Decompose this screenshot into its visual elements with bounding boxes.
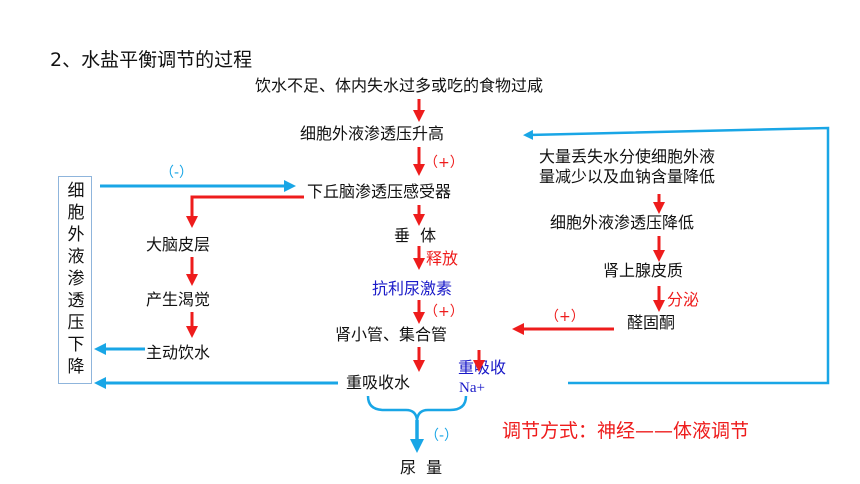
plus-label-2: （+）	[424, 304, 464, 320]
node-hypothalamus: 下丘脑渗透压感受器	[307, 182, 452, 201]
box-char: 透	[67, 291, 85, 311]
node-aldosterone: 醛固酮	[627, 313, 676, 332]
osmotic-drop-box: 细 胞 外 液 渗 透 压 下 降	[58, 176, 92, 384]
node-adh: 抗利尿激素	[372, 279, 453, 298]
arrow-hypothalamus-to-cortex	[186, 195, 304, 228]
node-reabsorb-water: 重吸收水	[346, 373, 411, 392]
node-drink: 主动饮水	[146, 343, 211, 362]
node-pituitary: 垂 体	[394, 226, 437, 245]
box-char: 外	[67, 225, 85, 245]
node-tubule: 肾小管、集合管	[335, 325, 448, 344]
box-char: 压	[67, 313, 85, 333]
box-char: 细	[67, 181, 85, 201]
arrow-feedback-loop	[523, 126, 830, 385]
release-label: 释放	[426, 249, 459, 268]
box-char: 胞	[67, 203, 85, 223]
na-ion-label: Na+	[459, 380, 485, 396]
page-title: 2、水盐平衡调节的过程	[50, 49, 253, 71]
box-char: 下	[67, 335, 85, 355]
plus-label-1: （+）	[424, 155, 464, 171]
trigger-text: 饮水不足、体内失水过多或吃的食物过咸	[255, 76, 544, 95]
node-adrenal: 肾上腺皮质	[603, 261, 684, 280]
box-char: 渗	[67, 269, 85, 289]
brace-reabsorb	[366, 395, 468, 421]
minus-label-left: （-）	[160, 165, 194, 181]
node-osmotic-rise: 细胞外液渗透压升高	[300, 124, 445, 143]
plus-label-right: （+）	[545, 309, 585, 325]
secrete-label: 分泌	[667, 290, 700, 309]
node-thirst: 产生渴觉	[146, 290, 211, 309]
node-osmotic-drop: 细胞外液渗透压降低	[550, 213, 695, 232]
regulation-mode: 调节方式：神经——体液调节	[502, 420, 750, 442]
box-char: 降	[67, 357, 85, 377]
node-urine: 尿 量	[400, 458, 443, 477]
node-cortex: 大脑皮层	[146, 235, 211, 254]
right-cause-line-1: 大量丢失水分使细胞外液	[539, 147, 716, 166]
minus-label-bottom: （-）	[425, 428, 459, 444]
right-cause-line-2: 量减少以及血钠含量降低	[539, 167, 716, 186]
box-char: 液	[67, 247, 85, 267]
